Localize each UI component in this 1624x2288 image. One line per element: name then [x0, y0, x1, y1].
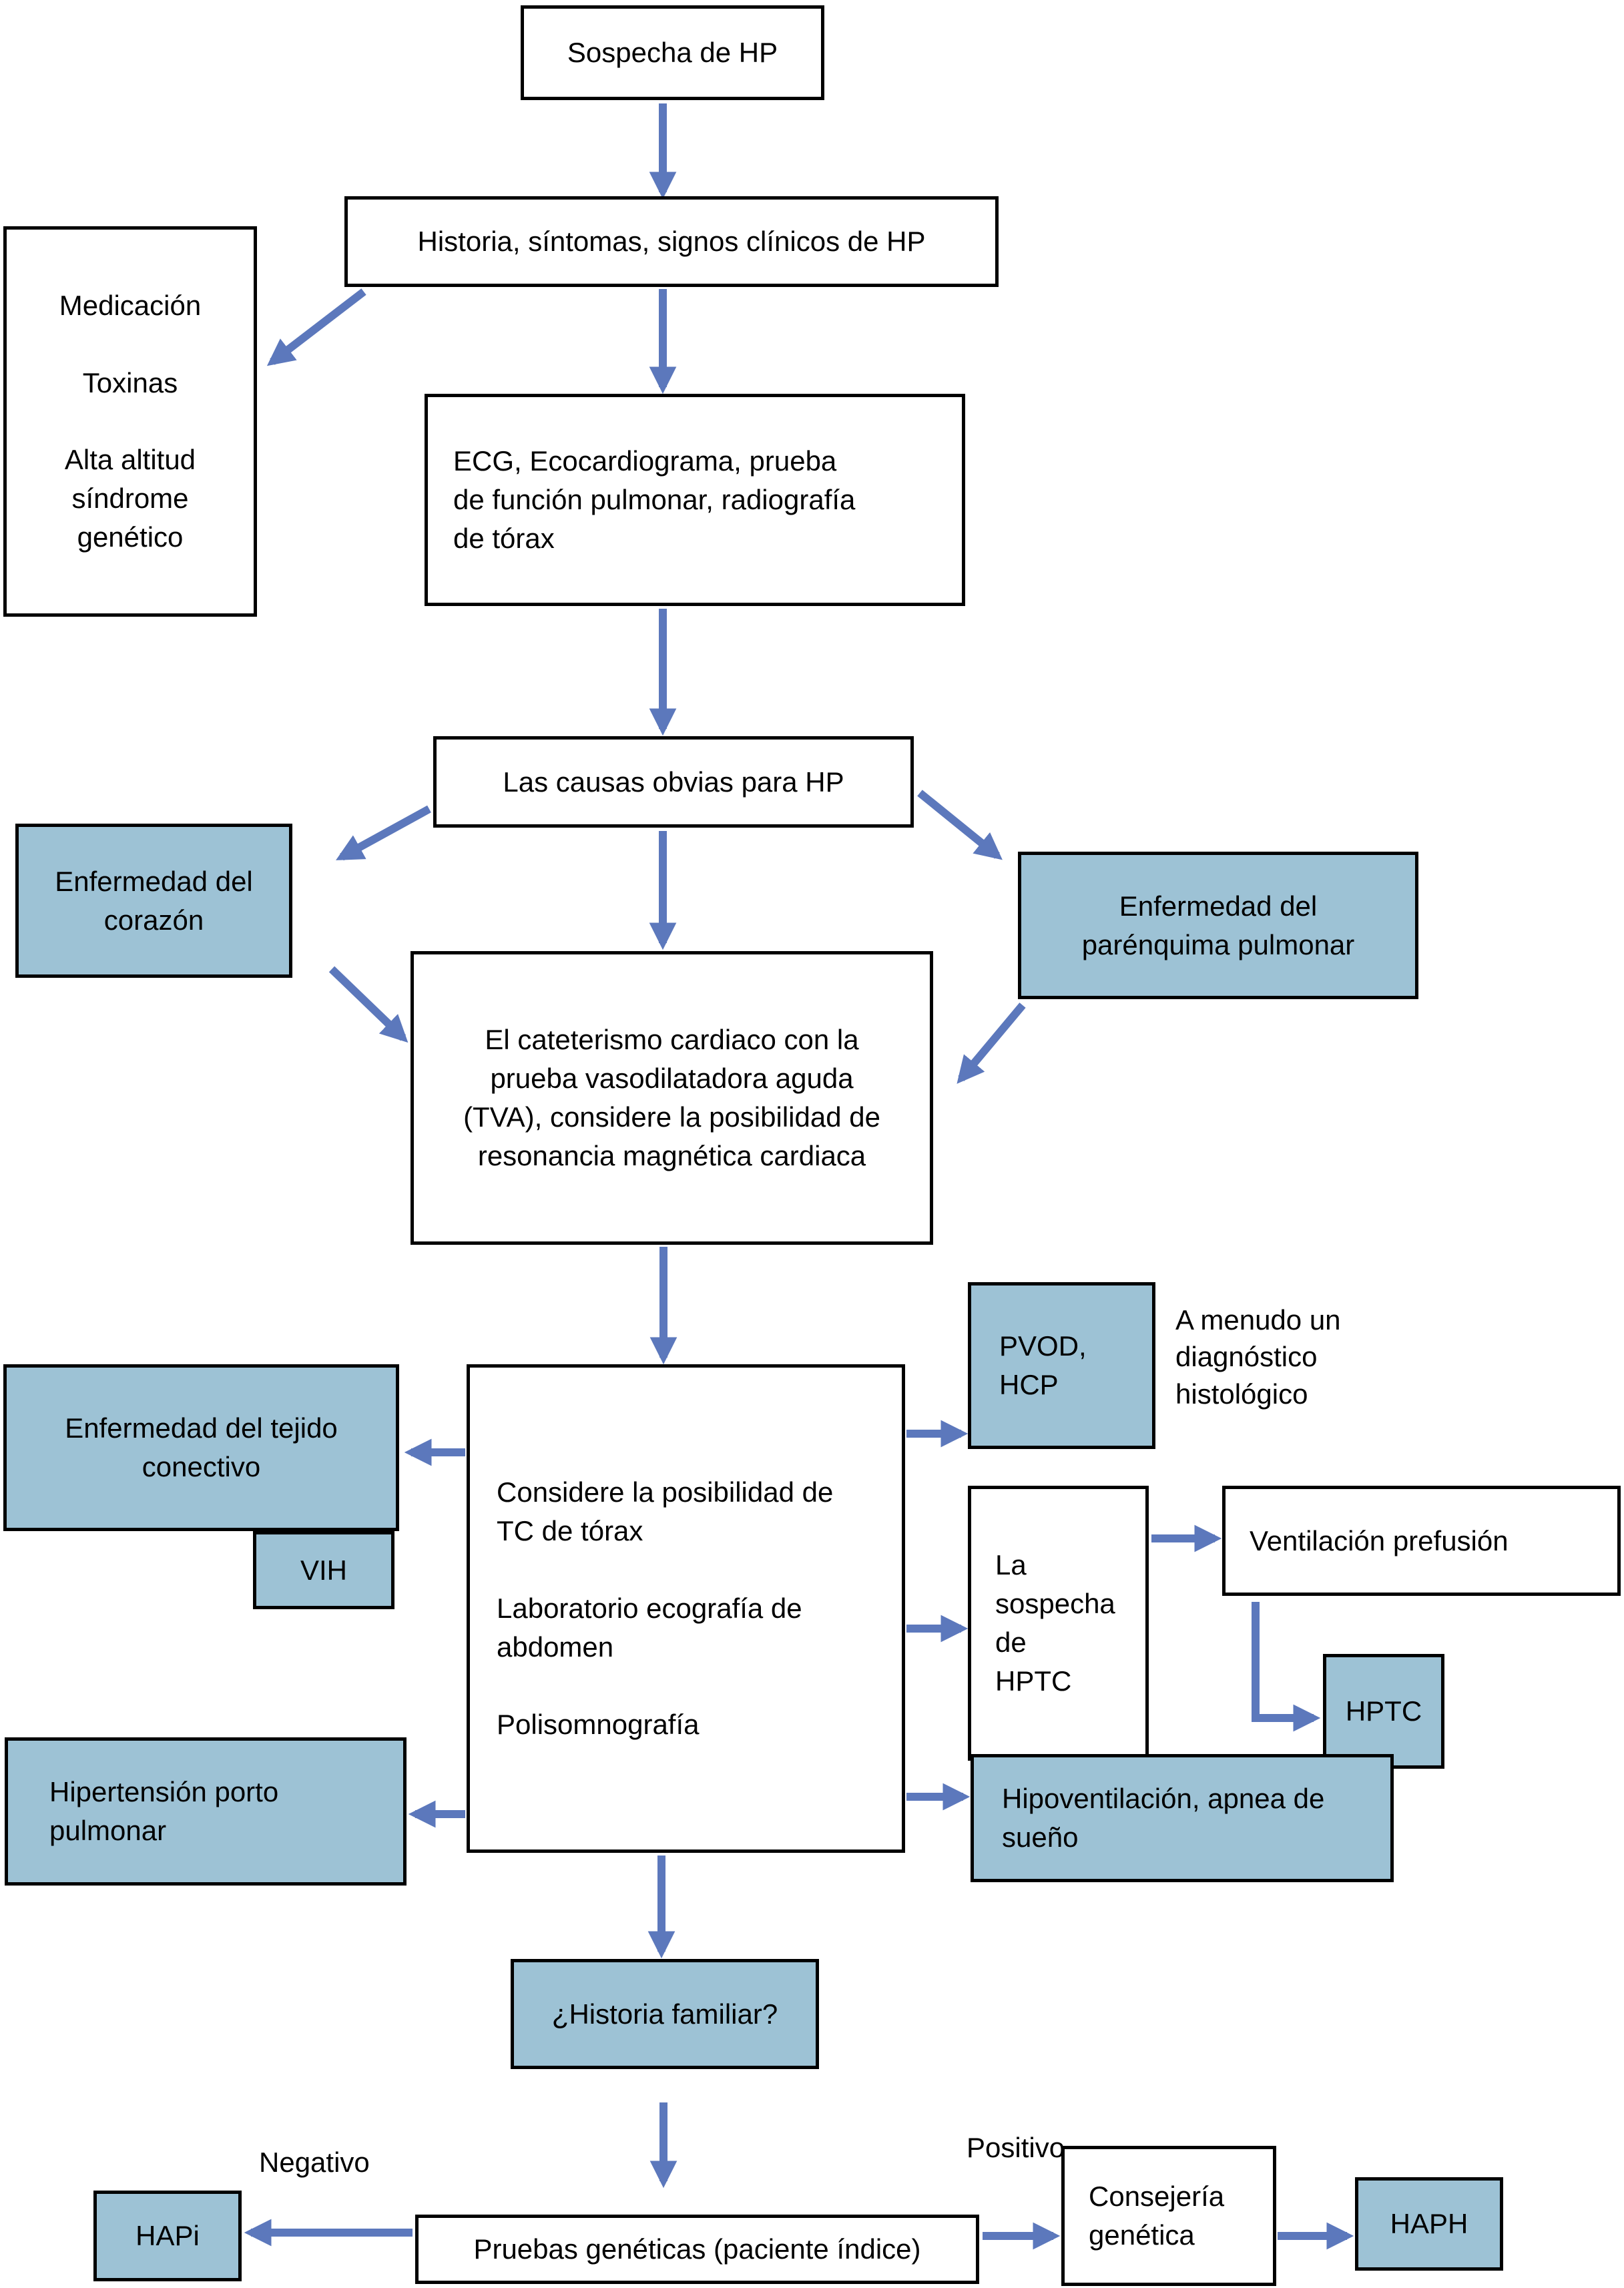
node-vih: VIH	[253, 1531, 394, 1609]
arrow-causas-to-parenquima	[917, 790, 1003, 860]
node-hapi: HAPi	[93, 2191, 242, 2281]
node-historia-sintomas: Historia, síntomas, signos clínicos de H…	[344, 196, 999, 287]
node-hptc: HPTC	[1323, 1654, 1444, 1769]
node-pruebas-geneticas: Pruebas genéticas (paciente índice)	[415, 2215, 979, 2284]
node-sospecha-hptc: La sospecha de HPTC	[968, 1486, 1149, 1761]
node-enfermedad-corazon: Enfermedad del corazón	[15, 824, 292, 978]
node-hipertension-porto: Hipertensión porto pulmonar	[5, 1737, 407, 1886]
arrow-historia-to-medicacion	[266, 288, 366, 366]
arrow-parenquima-to-cateterismo	[957, 1003, 1026, 1084]
node-ventilacion-prefusion: Ventilación prefusión	[1222, 1486, 1621, 1596]
node-hipoventilacion-apnea: Hipoventilación, apnea de sueño	[971, 1754, 1394, 1882]
node-considere-tc-torax: Considere la posibilidad de TC de tórax …	[467, 1364, 905, 1853]
text-a-menudo-diagnostico: A menudo un diagnóstico histológico	[1175, 1304, 1341, 1410]
node-ecg-ecocardiograma: ECG, Ecocardiograma, prueba de función p…	[425, 394, 965, 606]
arrow-causas-to-corazon	[336, 805, 431, 861]
arrow-corazon-to-cateterismo	[328, 966, 409, 1043]
node-haph: HAPH	[1355, 2177, 1503, 2271]
node-sospecha-hp: Sospecha de HP	[521, 5, 824, 100]
node-medicacion-toxinas: Medicación Toxinas Alta altitud síndrome…	[3, 226, 257, 617]
node-pvod-hcp: PVOD, HCP	[968, 1282, 1155, 1449]
node-enfermedad-parenquima: Enfermedad del parénquima pulmonar	[1018, 852, 1418, 999]
node-consejeria-genetica: Consejería genética	[1061, 2146, 1276, 2286]
label-negativo: Negativo	[259, 2147, 370, 2178]
label-positivo: Positivo	[967, 2132, 1065, 2163]
node-tejido-conectivo: Enfermedad del tejido conectivo	[3, 1364, 399, 1531]
arrow-ventilacion-to-hptc	[1252, 1602, 1321, 1732]
node-cateterismo-cardiaco: El cateterismo cardiaco con la prueba va…	[411, 951, 933, 1245]
node-causas-obvias: Las causas obvias para HP	[433, 736, 914, 828]
node-historia-familiar: ¿Historia familiar?	[511, 1959, 819, 2069]
